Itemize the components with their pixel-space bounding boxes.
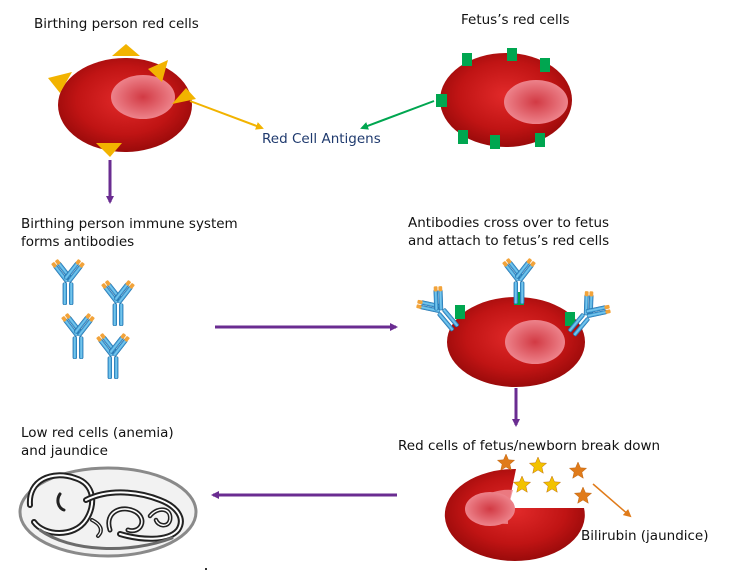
green-antigens <box>436 48 550 149</box>
bilirubin-star-icon <box>542 475 562 493</box>
antibody-icon <box>50 258 86 306</box>
immune-system-label-line1: Birthing person immune system <box>21 216 238 232</box>
antibodies-cross-label-line1: Antibodies cross over to fetus <box>408 215 610 231</box>
yellow-antigen-pointer <box>189 100 264 130</box>
anemia-label-line2: and jaundice <box>21 443 108 459</box>
antibody-icon <box>100 279 136 327</box>
immune-system-label-line2: forms antibodies <box>21 234 135 250</box>
bilirubin-star-icon <box>512 475 532 493</box>
fetus-cell-with-antibodies <box>412 257 615 387</box>
yellow-antigen <box>172 88 196 104</box>
yellow-antigens <box>48 44 196 157</box>
birthing-person-red-cells-label: Birthing person red cells <box>34 16 199 32</box>
green-antigen <box>462 53 472 66</box>
red-cell-antigens-label: Red Cell Antigens <box>262 131 381 147</box>
antibody-icon <box>60 312 96 360</box>
fetus-red-cell <box>440 53 572 147</box>
bilirubin-star-icon <box>573 486 593 504</box>
yellow-antigen <box>96 143 122 157</box>
anemia-label-line1: Low red cells (anemia) <box>21 425 174 441</box>
newborn-icon <box>18 466 198 558</box>
broken-red-cell <box>444 468 585 561</box>
yellow-antigen <box>112 44 140 56</box>
yellow-antigen <box>48 72 72 93</box>
green-antigen <box>535 133 545 147</box>
green-antigen <box>507 48 517 61</box>
bilirubin-star-icon <box>568 461 588 479</box>
green-antigen <box>436 94 447 107</box>
bilirubin-label: Bilirubin (jaundice) <box>581 528 709 544</box>
green-antigen <box>490 135 500 149</box>
green-antigen <box>458 130 468 144</box>
free-antibodies <box>50 258 136 380</box>
antibodies-cross-label-line2: and attach to fetus’s red cells <box>408 233 610 249</box>
bilirubin-star-icon <box>496 453 516 471</box>
antibody-icon <box>95 332 131 380</box>
break-down-label: Red cells of fetus/newborn break down <box>398 438 661 454</box>
fetus-red-cells-label: Fetus’s red cells <box>461 12 570 28</box>
green-antigen <box>455 305 465 319</box>
green-antigen <box>565 312 575 326</box>
stray-dot <box>205 568 207 570</box>
green-antigen <box>540 58 550 72</box>
green-antigen <box>514 292 524 305</box>
green-antigen-pointer <box>360 100 435 130</box>
bilirubin-star-icon <box>528 456 548 474</box>
bilirubin-pointer <box>592 483 632 518</box>
birthing-person-red-cell <box>58 58 192 152</box>
yellow-antigen <box>148 60 168 82</box>
